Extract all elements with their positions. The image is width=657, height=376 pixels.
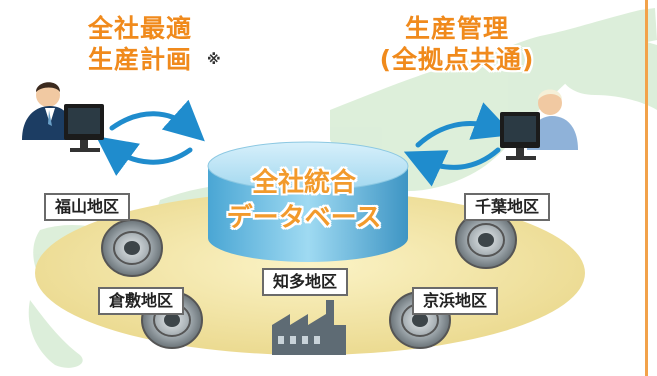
database-label: 全社統合 データベース — [212, 166, 396, 236]
right-user-icon — [500, 89, 578, 160]
left-note-mark: ※ — [207, 52, 221, 68]
left-user-icon — [22, 82, 104, 152]
left-cycle-arrows — [95, 99, 205, 176]
left-title: 全社最適 生産計画 — [88, 13, 192, 75]
region-kurashiki: 倉敷地区 — [98, 287, 185, 315]
right-title-line1: 生産管理 — [404, 14, 509, 43]
region-chita: 知多地区 — [262, 268, 349, 296]
right-title: 生産管理 (全拠点共通) — [362, 13, 552, 75]
right-title-line2: (全拠点共通) — [379, 45, 535, 74]
region-fukuyama: 福山地区 — [44, 193, 131, 221]
left-title-line1: 全社最適 — [88, 14, 193, 43]
right-cycle-arrows — [403, 102, 514, 187]
region-keihin: 京浜地区 — [412, 287, 499, 315]
database-label-line2: データベース — [226, 203, 382, 233]
steel-coil-icon-fukuyama — [101, 219, 163, 277]
database-cylinder — [207, 141, 409, 262]
database-label-line1: 全社統合 — [251, 168, 356, 198]
left-title-line2: 生産計画 — [88, 45, 193, 74]
frame-border — [645, 0, 648, 376]
region-chiba: 千葉地区 — [464, 193, 551, 221]
factory-icon — [272, 300, 346, 355]
